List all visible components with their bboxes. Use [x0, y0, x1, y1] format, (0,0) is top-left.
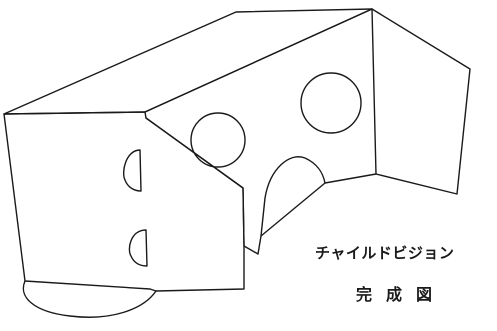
caption-subtitle: 完成図 [356, 285, 447, 304]
nose-cutout [260, 156, 326, 237]
viewer-bottom-fold [22, 280, 157, 318]
right-lens-hole [300, 72, 362, 134]
upper-side-opening [122, 149, 142, 192]
viewer-top-panel [3, 8, 373, 115]
left-lens-hole [190, 112, 246, 168]
lower-side-opening [128, 229, 148, 267]
viewer-top-right-flap [371, 8, 471, 195]
viewer-left-face [3, 111, 245, 292]
caption-title: チャイルドビジョン [315, 244, 455, 262]
